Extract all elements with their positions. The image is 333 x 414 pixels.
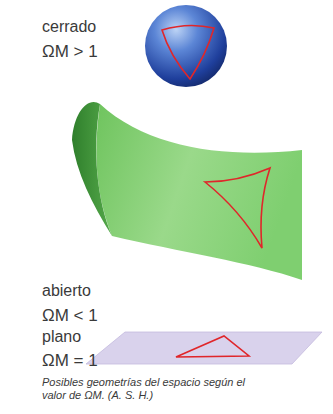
flat-plane [86,332,322,364]
omega-condition: ΩM = 1 [42,351,98,371]
omega-condition: ΩM > 1 [42,42,98,62]
saddle-curl [72,102,112,236]
omega-condition: ΩM < 1 [42,306,98,326]
geometry-name: abierto [42,282,91,300]
geometry-name: plano [42,328,81,346]
geometry-name: cerrado [42,18,96,36]
spherical-triangle [162,25,214,79]
flat-triangle [176,336,249,357]
open-saddle [96,104,302,280]
figure-caption: Posibles geometrías del espacio según el… [42,376,256,402]
hyperbolic-triangle [205,168,270,248]
closed-sphere [145,5,227,87]
